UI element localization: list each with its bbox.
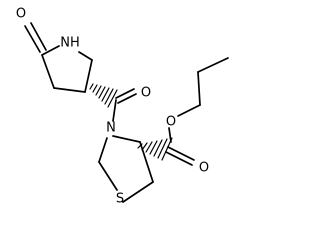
hash-7 [107,89,118,108]
ester-group [165,57,229,166]
hash-4 [98,86,106,99]
hash-6 [104,88,114,105]
ester-hashed-bond [137,137,173,161]
bond-ch3-end [197,57,229,73]
bond-c2-c3 [53,87,86,93]
bond-n-c1 [41,45,60,56]
bond-amide-c-o-a [115,88,135,99]
hash-5 [101,87,110,102]
atom-thiazolidine-nitrogen: N [106,121,116,136]
bond-s-c7 [98,161,118,191]
atom-ketone-oxygen: O [16,7,26,22]
bond-ch2-ch3 [197,71,201,106]
thiazolidine-ring [98,135,154,203]
bond-n-c5 [112,135,141,143]
hash-2 [92,84,98,93]
bond-c6-s [122,181,154,203]
hashed-wedge-bond [89,83,118,108]
bond-c1-o-a [24,25,41,53]
ester-hash-3 [145,141,153,153]
ester-hash-1 [137,143,143,149]
bond-c1-c2 [41,54,55,89]
bond-ester-c-o-single [168,127,172,143]
hash-1 [89,83,94,90]
pyrrolidinone-ring [41,45,93,93]
bond-amide-c-n [112,99,117,122]
ester-hash-5 [153,139,163,157]
ester-hash-6 [157,138,168,159]
atom-ring-nitrogen-h: NH [60,36,80,51]
bond-c4-n [78,51,93,61]
lactam-carbonyl [24,22,47,53]
bond-c1-o-b [30,22,47,51]
atom-amide-oxygen: O [141,86,151,101]
ester-hash-2 [141,142,148,151]
ester-hash-4 [149,140,158,155]
amide-group [112,88,137,122]
bond-ester-c-o-double-b [165,151,193,166]
chemical-structure: O NH O N O O S [16,7,229,207]
bond-amide-c-o-b [117,93,137,104]
bond-ester-c-o-double-a [167,146,195,161]
atom-ester-oxygen-single: O [166,115,176,130]
hash-3 [95,85,102,96]
atom-sulfur: S [116,192,124,207]
bond-c7-n [98,137,108,163]
atom-ester-oxygen-double: O [199,161,209,176]
bond-c3-c4 [84,59,93,93]
bond-o-ch2 [177,104,201,117]
bond-c5-c6 [139,141,154,183]
